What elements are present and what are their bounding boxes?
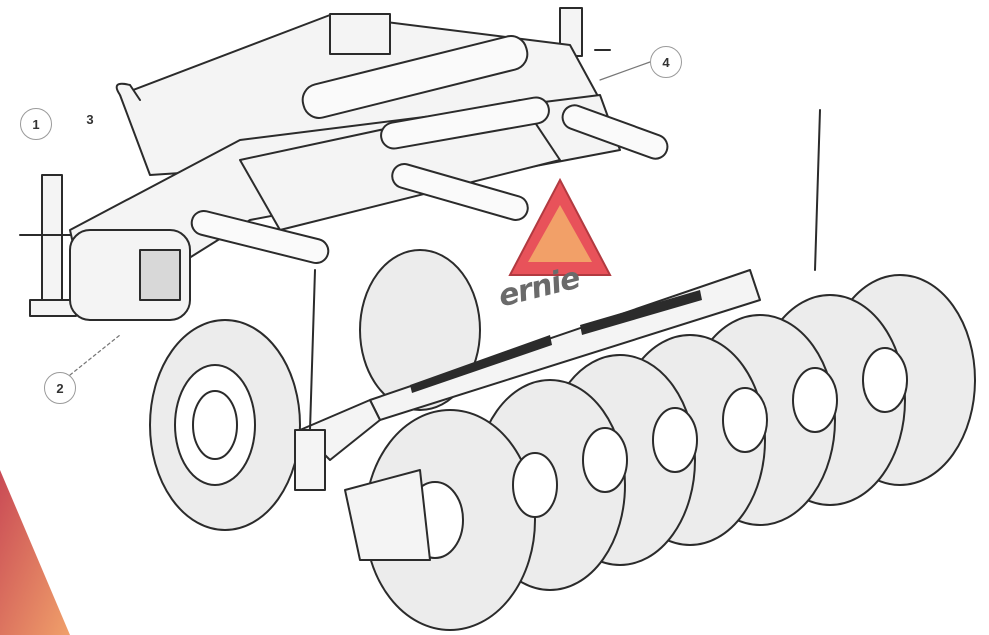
callout-1: 1 [20, 108, 52, 140]
callout-3: 3 [86, 111, 94, 127]
hydraulic-cylinders [190, 35, 669, 265]
slow-moving-vehicle-sign-icon [508, 177, 612, 276]
left-tire [149, 319, 301, 531]
callout-2-leader [69, 334, 121, 376]
callout-2: 2 [44, 372, 76, 404]
callout-4: 4 [650, 46, 682, 78]
frame-decals [410, 290, 702, 393]
left-drum [69, 229, 191, 321]
callout-4-leader [599, 61, 651, 81]
corner-accent-shape [0, 470, 70, 635]
wheel-hubs [406, 347, 908, 559]
warning-rods [309, 109, 821, 431]
rear-tires [359, 249, 481, 411]
